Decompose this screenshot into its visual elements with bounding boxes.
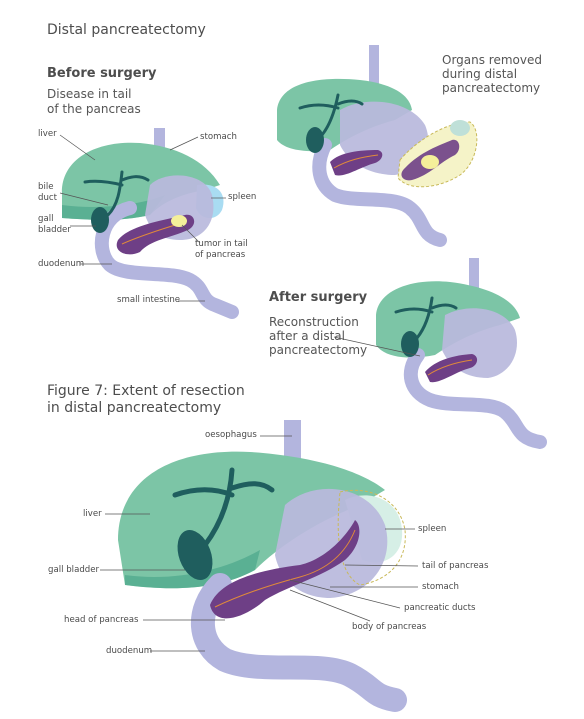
label-duodenum-top: duodenum [38, 259, 85, 269]
label-liver-bottom: liver [83, 509, 102, 519]
gall-bladder-fig7 [177, 529, 213, 581]
oesophagus-after [469, 258, 479, 313]
figure-caption-line2: in distal pancreatectomy [47, 400, 222, 416]
after-surgery-line1: Reconstruction [269, 315, 359, 329]
label-bile-duct-line1: bile [38, 182, 54, 192]
page-title: Distal pancreatectomy [47, 22, 206, 38]
figure7-illustration [100, 420, 419, 712]
label-gall-bladder-line1: gall [38, 214, 54, 224]
label-stomach-bottom: stomach [422, 582, 459, 592]
resected-spleen [450, 120, 470, 136]
label-tail-of-pancreas: tail of pancreas [422, 561, 489, 571]
pancreas-after [425, 354, 478, 383]
label-gall-bladder-bottom: gall bladder [48, 565, 100, 575]
figure-caption-line1: Figure 7: Extent of resection [47, 383, 245, 399]
before-surgery-illustration [59, 128, 239, 319]
resected-tumor [421, 155, 439, 169]
removed-caption-line1: Organs removed [442, 53, 542, 67]
organs-removed-illustration [277, 45, 478, 247]
label-spleen-bottom: spleen [418, 524, 447, 534]
bile-duct-fig7 [172, 467, 275, 548]
gall-bladder-top [91, 207, 109, 233]
pancreatic-duct-fig7 [214, 529, 356, 608]
before-surgery-subtitle-line2: of the pancreas [47, 102, 141, 116]
after-surgery-line3: pancreatectomy [269, 343, 368, 357]
label-oesophagus: oesophagus [205, 430, 257, 440]
bile-duct-top [83, 170, 150, 217]
label-tumor-line1: tumor in tail [195, 239, 248, 249]
label-tumor-line2: of pancreas [195, 250, 246, 260]
duodenum-after [403, 348, 547, 449]
label-gall-bladder-line2: bladder [38, 225, 71, 235]
before-surgery-subtitle-line1: Disease in tail [47, 87, 132, 101]
label-spleen-top: spleen [228, 192, 257, 202]
removed-caption-line3: pancreatectomy [442, 81, 541, 95]
removed-caption-line2: during distal [442, 67, 518, 81]
label-body-of-pancreas: body of pancreas [352, 622, 427, 632]
tumor-top [171, 215, 187, 227]
label-liver-top: liver [38, 129, 57, 139]
label-head-of-pancreas: head of pancreas [64, 615, 139, 625]
label-stomach-top: stomach [200, 132, 237, 142]
bile-duct-removed [298, 93, 364, 137]
duodenum-fig7 [190, 573, 407, 712]
label-small-intestine: small intestine [117, 295, 181, 305]
gall-bladder-removed [306, 127, 324, 153]
label-bile-duct-line2: duct [38, 193, 57, 203]
oesophagus-removed [369, 45, 379, 100]
label-duodenum-bottom: duodenum [106, 646, 153, 656]
before-surgery-heading: Before surgery [47, 66, 157, 81]
duodenum-top [94, 201, 239, 319]
gall-bladder-after [401, 331, 419, 357]
after-surgery-illustration [333, 258, 547, 449]
after-surgery-heading: After surgery [269, 290, 368, 305]
after-surgery-line2: after a distal [269, 329, 345, 343]
label-pancreatic-ducts: pancreatic ducts [404, 603, 476, 613]
liver-top [61, 142, 220, 220]
duodenum-removed [312, 138, 447, 247]
bile-duct-after [394, 296, 458, 340]
